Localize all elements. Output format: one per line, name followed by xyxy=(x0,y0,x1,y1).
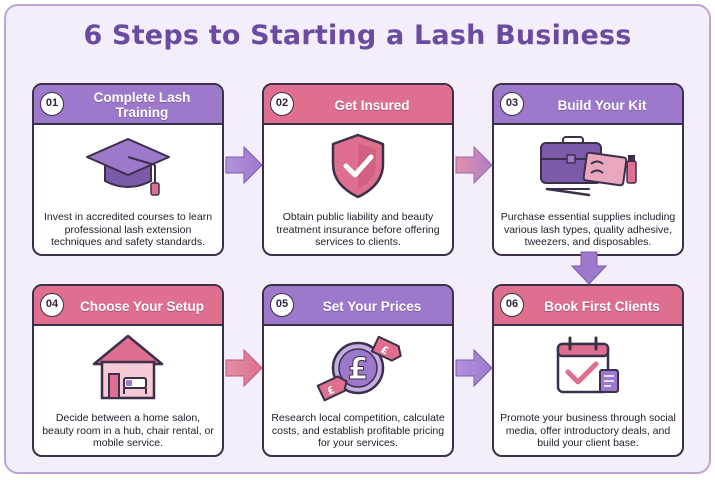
step-number: 06 xyxy=(500,293,524,317)
step-title: Complete Lash Training xyxy=(93,90,191,120)
arrow-right-icon xyxy=(455,348,493,388)
step-card-05: 05 Set Your Prices £ £ £ Research local … xyxy=(262,284,454,457)
pound-symbol: £ xyxy=(348,352,369,387)
price-tag-symbol: £ xyxy=(326,385,337,398)
step-number: 04 xyxy=(40,293,64,317)
step-description: Purchase essential supplies including va… xyxy=(500,211,676,249)
step-header: 02 Get Insured xyxy=(264,85,452,125)
house-bed-icon xyxy=(34,332,222,404)
pound-price-tags-icon: £ £ £ xyxy=(264,332,452,404)
step-card-01: 01 Complete Lash Training Invest in accr… xyxy=(32,83,224,256)
step-header: 03 Build Your Kit xyxy=(494,85,682,125)
step-title: Build Your Kit xyxy=(557,97,647,113)
arrow-right-icon xyxy=(225,348,263,388)
step-title: Choose Your Setup xyxy=(79,298,204,314)
step-description: Promote your business through social med… xyxy=(500,412,676,450)
page-title: 6 Steps to Starting a Lash Business xyxy=(83,20,632,51)
arrow-down-icon xyxy=(570,251,608,285)
step-description: Obtain public liability and beauty treat… xyxy=(276,211,440,249)
price-tag-symbol: £ xyxy=(379,345,390,358)
step-title: Get Insured xyxy=(334,97,410,113)
step-title: Book First Clients xyxy=(544,298,660,314)
step-description: Decide between a home salon, beauty room… xyxy=(42,412,214,450)
calendar-check-icon xyxy=(494,332,682,404)
graduation-cap-icon xyxy=(34,131,222,203)
step-card-04: 04 Choose Your Setup Decide between a ho… xyxy=(32,284,224,457)
step-number: 03 xyxy=(500,92,524,116)
shield-check-icon xyxy=(264,131,452,203)
step-title: Set Your Prices xyxy=(322,298,422,314)
step-number: 01 xyxy=(40,92,64,116)
step-card-02: 02 Get Insured Obtain public liability a… xyxy=(262,83,454,256)
step-header: 06 Book First Clients xyxy=(494,286,682,326)
step-header: 04 Choose Your Setup xyxy=(34,286,222,326)
step-card-06: 06 Book First Clients Promote your busin… xyxy=(492,284,684,457)
step-description: Invest in accredited courses to learn pr… xyxy=(43,211,213,249)
step-description: Research local competition, calculate co… xyxy=(271,412,445,450)
step-number: 02 xyxy=(270,92,294,116)
step-card-03: 03 Build Your Kit Purchase essential sup… xyxy=(492,83,684,256)
arrow-right-icon xyxy=(455,145,493,185)
step-header: 05 Set Your Prices xyxy=(264,286,452,326)
lash-kit-icon xyxy=(494,131,682,203)
arrow-right-icon xyxy=(225,145,263,185)
step-number: 05 xyxy=(270,293,294,317)
step-header: 01 Complete Lash Training xyxy=(34,85,222,125)
